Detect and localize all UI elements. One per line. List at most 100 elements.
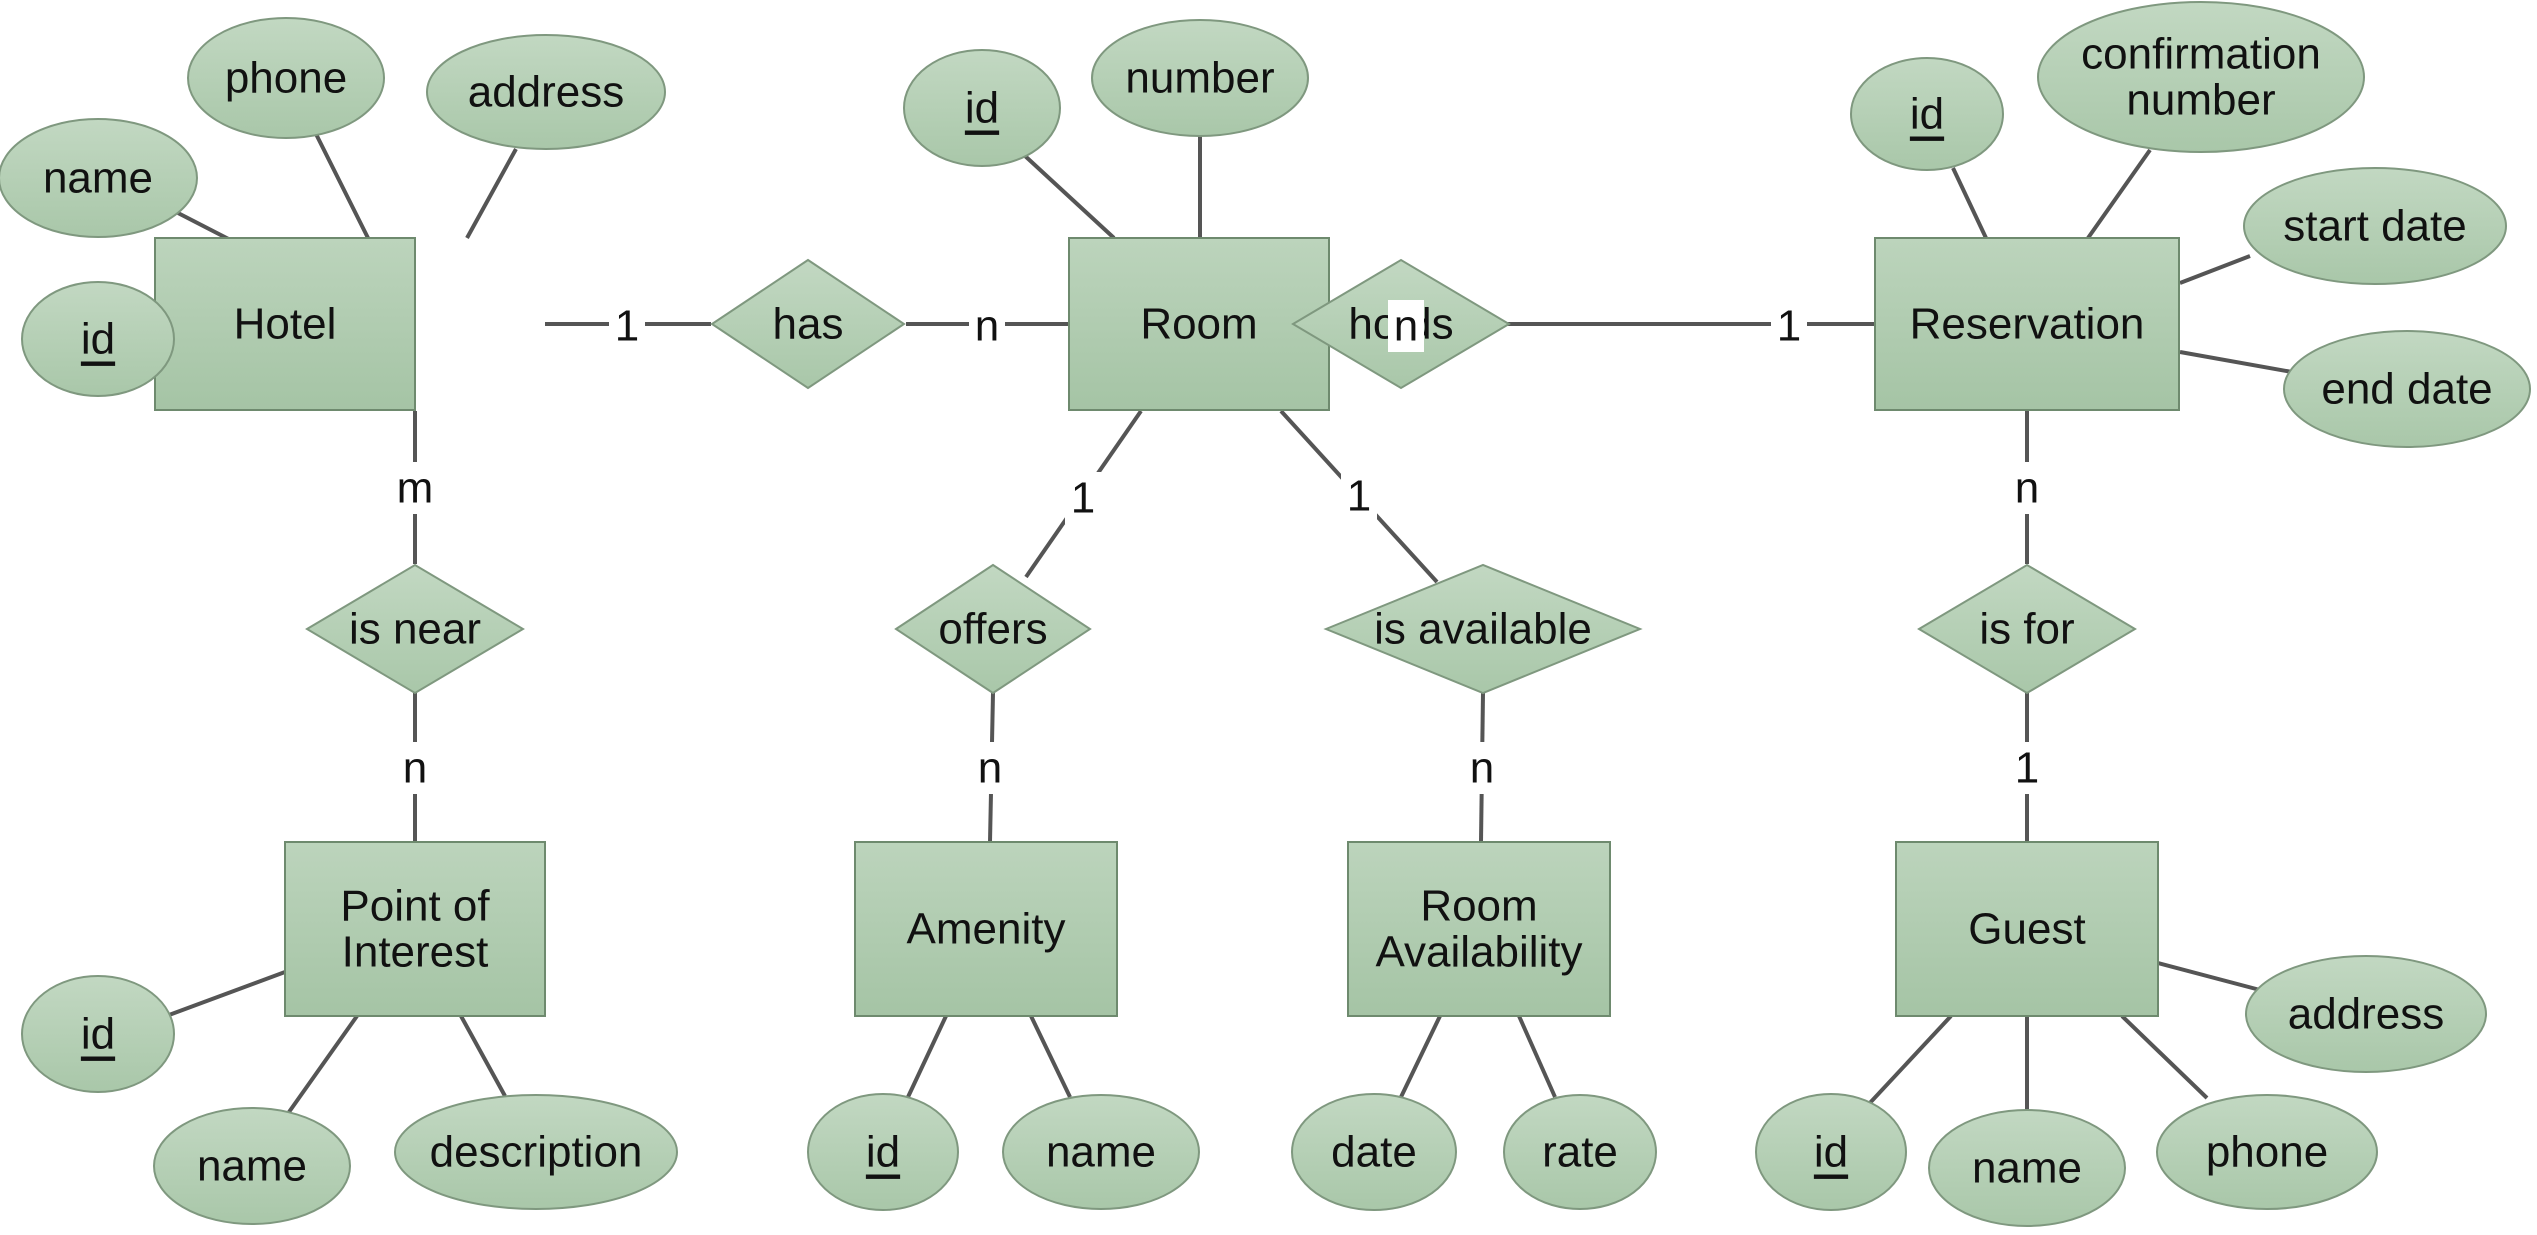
attribute-hotel-address[interactable]: address [426,34,666,150]
attribute-poi-id[interactable]: id [21,975,175,1093]
attribute-ellipse [1091,19,1309,137]
attribute-guest-phone[interactable]: phone [2156,1094,2378,1210]
attribute-room-id[interactable]: id [903,49,1061,167]
relationship-label: offers [938,605,1047,654]
connector-line [1517,1015,1557,1098]
connector-line [2179,350,2293,374]
attribute-label: confirmation [2081,30,2321,79]
attribute-label: phone [2206,1128,2328,1177]
cardinality-background [1341,470,1377,522]
attribute-guest-address[interactable]: address [2245,955,2487,1073]
entity-amenity[interactable]: Amenity [854,841,1118,1017]
connector-line [465,148,518,239]
attribute-ellipse [153,1107,351,1225]
attribute-ellipse [2245,955,2487,1073]
attribute-res-end[interactable]: end date [2283,330,2531,448]
cardinality-background [969,300,1005,352]
attribute-guest-id[interactable]: id [1755,1093,1907,1211]
cardinality-res-holds: 1 [1771,300,1807,352]
attribute-avail-date[interactable]: date [1291,1093,1457,1211]
cardinality-hotel-isnear: m [397,462,434,514]
attribute-ellipse [394,1094,678,1210]
attribute-label: name [197,1142,307,1191]
connector-line [2120,1014,2209,1100]
primary-key-label: id [965,84,999,133]
attribute-ellipse [21,975,175,1093]
attribute-hotel-id[interactable]: id [21,281,175,397]
connector-line [1399,1015,1442,1098]
cardinality-background [397,462,433,514]
cardinality-room-isavailable: 1 [1341,470,1377,522]
relationship-label: is for [1979,605,2074,654]
cardinality-background [609,300,645,352]
connector-lines [168,129,2293,1114]
attribute-label: address [468,68,625,117]
cardinality-label: n [1394,302,1418,351]
cardinality-background [1065,472,1101,524]
relationship-diamond [305,563,525,695]
entity-box [1895,841,2159,1017]
attribute-label: date [1331,1128,1417,1177]
cardinality-background [1771,300,1807,352]
relationship-diamond [710,258,906,390]
entity-hotel[interactable]: Hotel [154,237,416,411]
cardinality-avail-isavailable: n [1464,742,1500,794]
attribute-res-start[interactable]: start date [2243,167,2507,285]
attribute-amen-name[interactable]: name [1002,1094,1200,1210]
attribute-ellipse [1291,1093,1457,1211]
attribute-label: name [1972,1144,2082,1193]
relationship-offers[interactable]: offers [894,563,1092,695]
entity-box [154,237,416,411]
attribute-ellipse [0,118,198,238]
connector-line [168,970,286,1017]
relationship-has[interactable]: has [710,258,906,390]
attribute-poi-name[interactable]: name [153,1107,351,1225]
connector-line [1022,153,1116,240]
attribute-label: name [43,154,153,203]
attribute-ellipse [2243,167,2507,285]
attribute-label: name [1046,1128,1156,1177]
attribute-room-number[interactable]: number [1091,19,1309,137]
cardinality-label: n [975,302,999,351]
attribute-label: number [2126,76,2275,125]
attribute-hotel-phone[interactable]: phone [187,17,385,139]
attribute-guest-name[interactable]: name [1928,1109,2126,1227]
attribute-ellipse [1503,1094,1657,1210]
attribute-label: end date [2321,365,2492,414]
entity-box [1068,237,1330,411]
connector-line [2157,961,2261,992]
entity-label: Guest [1968,905,2085,954]
attribute-ellipse [21,281,175,397]
cardinality-label: m [397,464,434,513]
attribute-ellipse [2283,330,2531,448]
cardinality-guest-isfor: 1 [2009,742,2045,794]
entity-reservation[interactable]: Reservation [1874,237,2180,411]
relationship-isnear[interactable]: is near [305,563,525,695]
relationship-label: is near [349,605,481,654]
attribute-poi-desc[interactable]: description [394,1094,678,1210]
attribute-avail-rate[interactable]: rate [1503,1094,1657,1210]
entity-label: Hotel [234,300,337,349]
attribute-ellipse [807,1093,959,1211]
entity-box [1347,841,1611,1017]
relationship-isfor[interactable]: is for [1917,563,2137,695]
entity-room[interactable]: Room [1068,237,1330,411]
cardinality-background [1464,742,1500,794]
entity-box [854,841,1118,1017]
connector-line [2086,148,2152,240]
attribute-ellipse [426,34,666,150]
attribute-hotel-name[interactable]: name [0,118,198,238]
attribute-res-id[interactable]: id [1850,57,2004,171]
cardinality-label: n [978,744,1002,793]
cardinality-label: n [2015,464,2039,513]
cardinality-label: n [403,744,427,793]
attribute-amen-id[interactable]: id [807,1093,959,1211]
entity-guest[interactable]: Guest [1895,841,2159,1017]
connector-line [312,129,370,239]
relationship-isavailable[interactable]: is available [1323,563,1643,695]
connector-line [2179,254,2251,285]
